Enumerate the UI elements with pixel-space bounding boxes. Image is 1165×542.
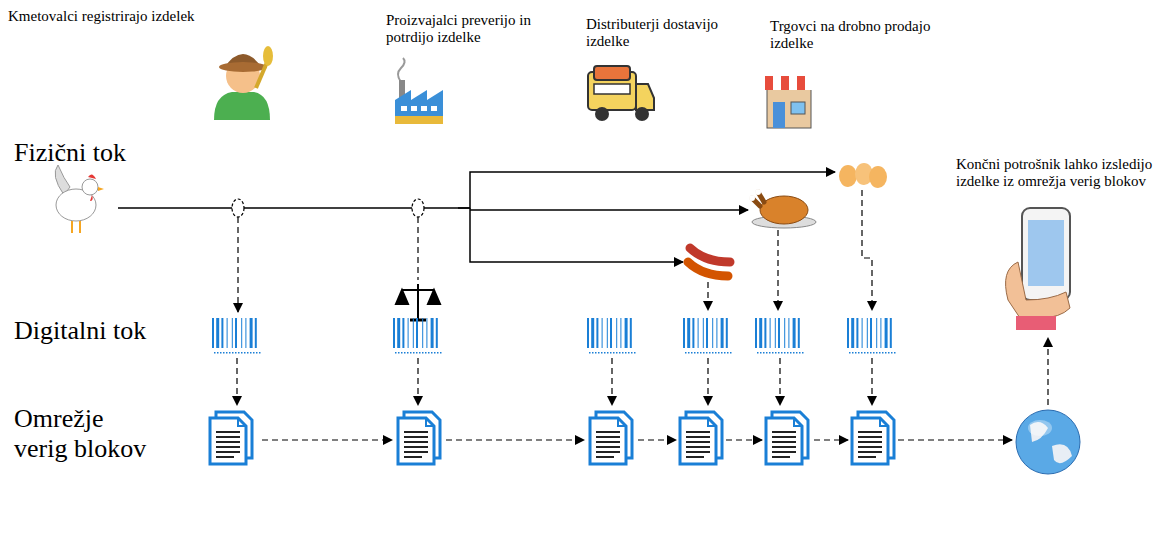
shop-icon [765,76,813,128]
eggs-icon [839,163,887,188]
blockchain-document [210,412,894,464]
role-label: Distributerji dostavijo izdelke [586,16,736,51]
physical-flow-line [118,172,835,262]
sausage-icon [688,248,730,276]
turkey-icon [749,189,816,228]
scale-symbol [396,284,440,320]
farmer-icon [214,46,273,120]
row-label: Fizični tok [14,138,214,168]
phone-in-hand [1006,208,1070,330]
role-label: Kmetovalci registrirajo izdelek [8,8,248,25]
consumer-note: Končni potrošnik lahko izsledijo izdelke… [956,156,1158,191]
checkpoint [232,199,424,217]
row-label: Omrežje verig blokov [14,404,162,464]
factory-icon [395,58,443,124]
role-label: Proizvajalci preverijo in potrdijo izdel… [386,12,564,47]
barcode [212,318,896,354]
dashed-link [237,190,1048,440]
chicken-icon [55,165,104,233]
globe-icon [1016,410,1080,474]
row-label: Digitalni tok [14,316,214,346]
role-label: Trgovci na drobno prodajo izdelke [770,18,940,53]
truck-icon [588,66,654,121]
